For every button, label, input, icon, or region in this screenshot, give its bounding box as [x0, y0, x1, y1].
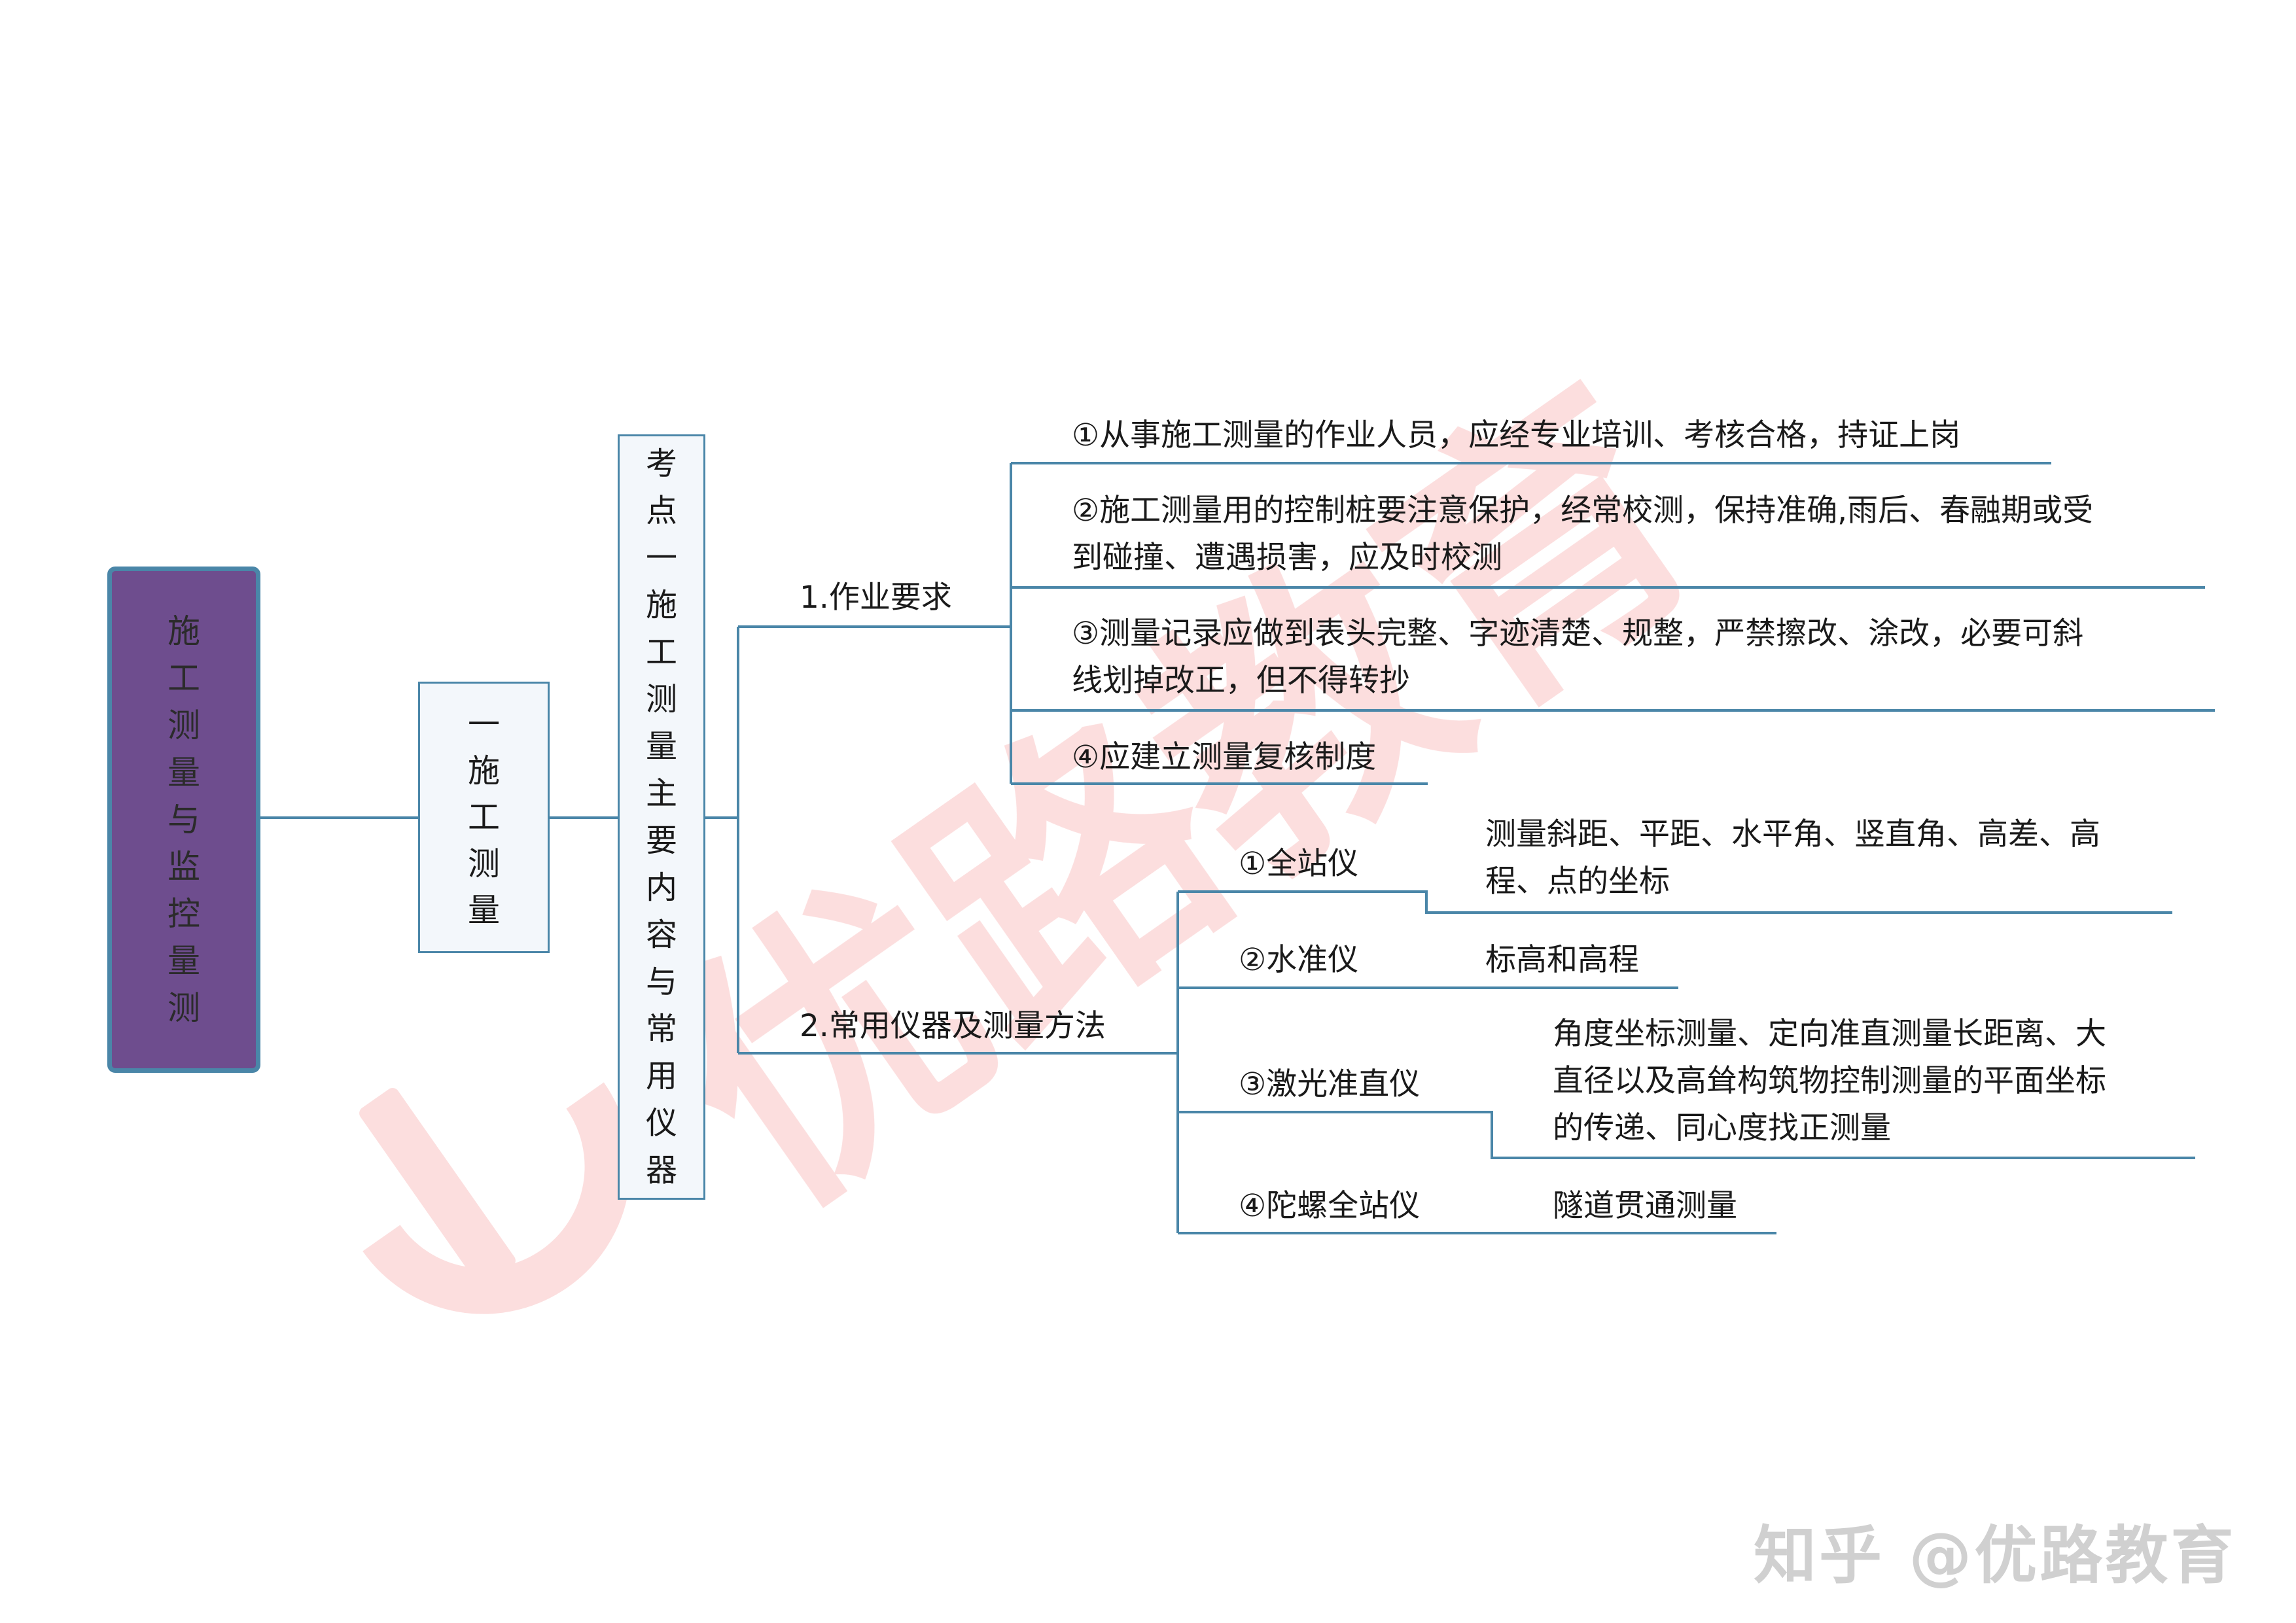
requirement-item-4[interactable]: ④应建立测量复核制度: [1072, 734, 1376, 781]
instrument-desc-3: 角度坐标测量、定向准直测量长距离、大 直径以及高耸构筑物控制测量的平面坐标 的传…: [1553, 1011, 2106, 1152]
level2-node-char-1: 考: [645, 445, 677, 482]
root-node-char-4: 量: [168, 754, 200, 792]
level1-node-char-1: 一: [467, 706, 500, 743]
connector-b1: [738, 463, 1012, 784]
level2-node-char-13: 常: [645, 1011, 677, 1047]
requirement-item-3[interactable]: ③测量记录应做到表头完整、字迹清楚、规整，严禁擦改、涂改，必要可斜 线划掉改正，…: [1072, 610, 2083, 705]
watermark-caption: 知乎 @优路教育: [1754, 1519, 2236, 1592]
level2-node-char-15: 仪: [645, 1105, 677, 1142]
instrument-name-3[interactable]: ③激光准直仪: [1239, 1066, 1421, 1102]
root-node-char-6: 监: [168, 848, 200, 886]
root-node-char-5: 与: [168, 801, 200, 839]
level2-node-char-16: 器: [645, 1152, 677, 1189]
requirement-item-1-line-1: ①从事施工测量的作业人员，应经专业培训、考核合格，持证上岗: [1072, 417, 1961, 453]
level2-node-char-8: 主: [645, 775, 677, 812]
watermark-logo-bar: [359, 1088, 516, 1286]
instrument-desc-1-line-2: 程、点的坐标: [1485, 864, 1670, 899]
instrument-desc-3-line-2: 直径以及高耸构筑物控制测量的平面坐标: [1553, 1063, 2106, 1099]
requirement-item-1[interactable]: ①从事施工测量的作业人员，应经专业培训、考核合格，持证上岗: [1072, 412, 1960, 459]
watermark-logo-mark: [362, 1082, 631, 1314]
requirement-item-4-line-1: ④应建立测量复核制度: [1072, 739, 1377, 775]
level2-node[interactable]: 考点一施工测量主要内容与常用仪器: [618, 434, 705, 1200]
requirement-item-2-line-2: 到碰撞、遭遇损害，应及时校测: [1072, 540, 1502, 576]
instrument-name-1[interactable]: ①全站仪: [1239, 846, 1359, 882]
level1-node-char-3: 工: [467, 799, 500, 836]
root-node-char-8: 量: [168, 942, 200, 980]
level2-node-char-14: 用: [645, 1058, 677, 1094]
level1-node-char-4: 测: [467, 845, 500, 882]
instrument-desc-3-line-1: 角度坐标测量、定向准直测量长距离、大: [1553, 1016, 2106, 1052]
level1-node-char-5: 量: [467, 892, 500, 929]
level2-node-char-9: 要: [645, 822, 677, 859]
instrument-desc-2-line-1: 标高和高程: [1485, 942, 1639, 978]
root-node-char-7: 控: [168, 895, 200, 933]
requirement-item-3-line-2: 线划掉改正，但不得转抄: [1072, 663, 1410, 699]
level2-node-char-3: 一: [645, 540, 677, 576]
root-node-char-2: 工: [168, 659, 200, 697]
connector-l2-branches: [705, 627, 739, 1053]
level1-node[interactable]: 一施工测量: [418, 682, 550, 953]
level2-node-char-6: 测: [645, 681, 677, 718]
connector-b2: [738, 892, 1179, 1233]
instrument-desc-2: 标高和高程: [1485, 937, 1639, 984]
root-node-char-3: 测: [168, 707, 200, 744]
level2-node-char-4: 施: [645, 587, 677, 623]
instrument-desc-4: 隧道贯通测量: [1553, 1183, 1737, 1230]
requirement-item-2-line-1: ②施工测量用的控制桩要注意保护，经常校测，保持准确,雨后、春融期或受: [1072, 493, 2094, 529]
level2-node-char-11: 容: [645, 916, 677, 953]
level2-node-char-7: 量: [645, 728, 677, 765]
root-node[interactable]: 施工测量与监控量测: [107, 567, 260, 1073]
instrument-name-4[interactable]: ④陀螺全站仪: [1239, 1188, 1421, 1224]
instrument-desc-3-line-3: 的传递、同心度找正测量: [1553, 1110, 1891, 1146]
level2-node-char-2: 点: [645, 493, 677, 529]
instrument-desc-4-line-1: 隧道贯通测量: [1553, 1188, 1737, 1224]
level1-node-char-2: 施: [467, 752, 500, 790]
root-node-char-9: 测: [168, 989, 200, 1027]
underline-b2-item1: [1178, 890, 2172, 914]
instrument-desc-1-line-1: 测量斜距、平距、水平角、竖直角、高差、高: [1485, 816, 2100, 852]
branch-label-instruments[interactable]: 2.常用仪器及测量方法: [800, 1008, 1106, 1044]
root-node-char-1: 施: [168, 612, 200, 650]
level2-node-char-12: 与: [645, 964, 677, 1000]
branch-label-requirements[interactable]: 1.作业要求: [800, 580, 952, 616]
requirement-item-2[interactable]: ②施工测量用的控制桩要注意保护，经常校测，保持准确,雨后、春融期或受 到碰撞、遭…: [1072, 487, 2093, 582]
level2-node-char-5: 工: [645, 634, 677, 671]
level2-node-char-10: 内: [645, 869, 677, 906]
instrument-name-2[interactable]: ②水准仪: [1239, 942, 1359, 978]
instrument-desc-1: 测量斜距、平距、水平角、竖直角、高差、高 程、点的坐标: [1485, 811, 2100, 905]
requirement-item-3-line-1: ③测量记录应做到表头完整、字迹清楚、规整，严禁擦改、涂改，必要可斜: [1072, 616, 2084, 652]
underline-b2-item3: [1178, 1111, 2195, 1159]
